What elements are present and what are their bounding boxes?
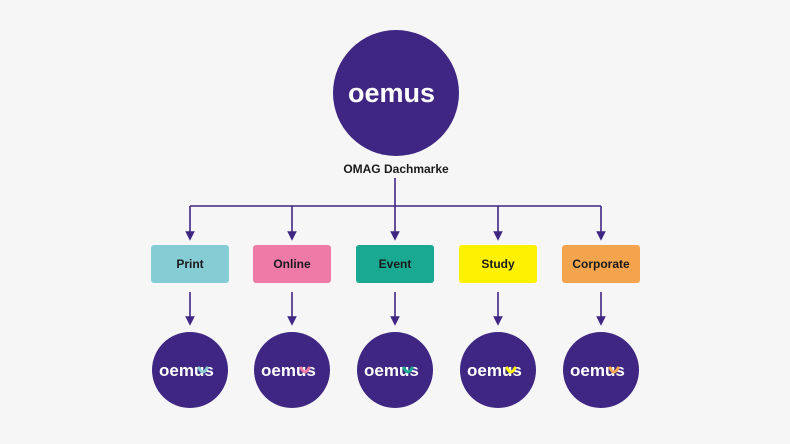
category-box-study: Study xyxy=(459,245,537,283)
sub-logo-study: oemus xyxy=(460,332,536,408)
oemus-logo-icon: oemus xyxy=(348,78,435,108)
oemus-logo-icon: oemus xyxy=(467,361,522,380)
oemus-logo-icon: oemus xyxy=(159,361,214,380)
category-box-corporate: Corporate xyxy=(562,245,640,283)
svg-text:oemus: oemus xyxy=(348,78,435,108)
sub-logo-event: oemus xyxy=(357,332,433,408)
category-box-event: Event xyxy=(356,245,434,283)
svg-text:oemus: oemus xyxy=(364,361,419,380)
svg-text:oemus: oemus xyxy=(570,361,625,380)
sub-logo-print: oemus xyxy=(152,332,228,408)
category-box-online: Online xyxy=(253,245,331,283)
svg-text:oemus: oemus xyxy=(159,361,214,380)
root-label: OMAG Dachmarke xyxy=(343,162,449,176)
svg-text:oemus: oemus xyxy=(467,361,522,380)
svg-text:oemus: oemus xyxy=(261,361,316,380)
oemus-logo-icon: oemus xyxy=(570,361,625,380)
oemus-logo-icon: oemus xyxy=(261,361,316,380)
root-logo: oemus xyxy=(333,30,459,156)
sub-logo-online: oemus xyxy=(254,332,330,408)
category-box-print: Print xyxy=(151,245,229,283)
sub-logo-corporate: oemus xyxy=(563,332,639,408)
oemus-logo-icon: oemus xyxy=(364,361,419,380)
